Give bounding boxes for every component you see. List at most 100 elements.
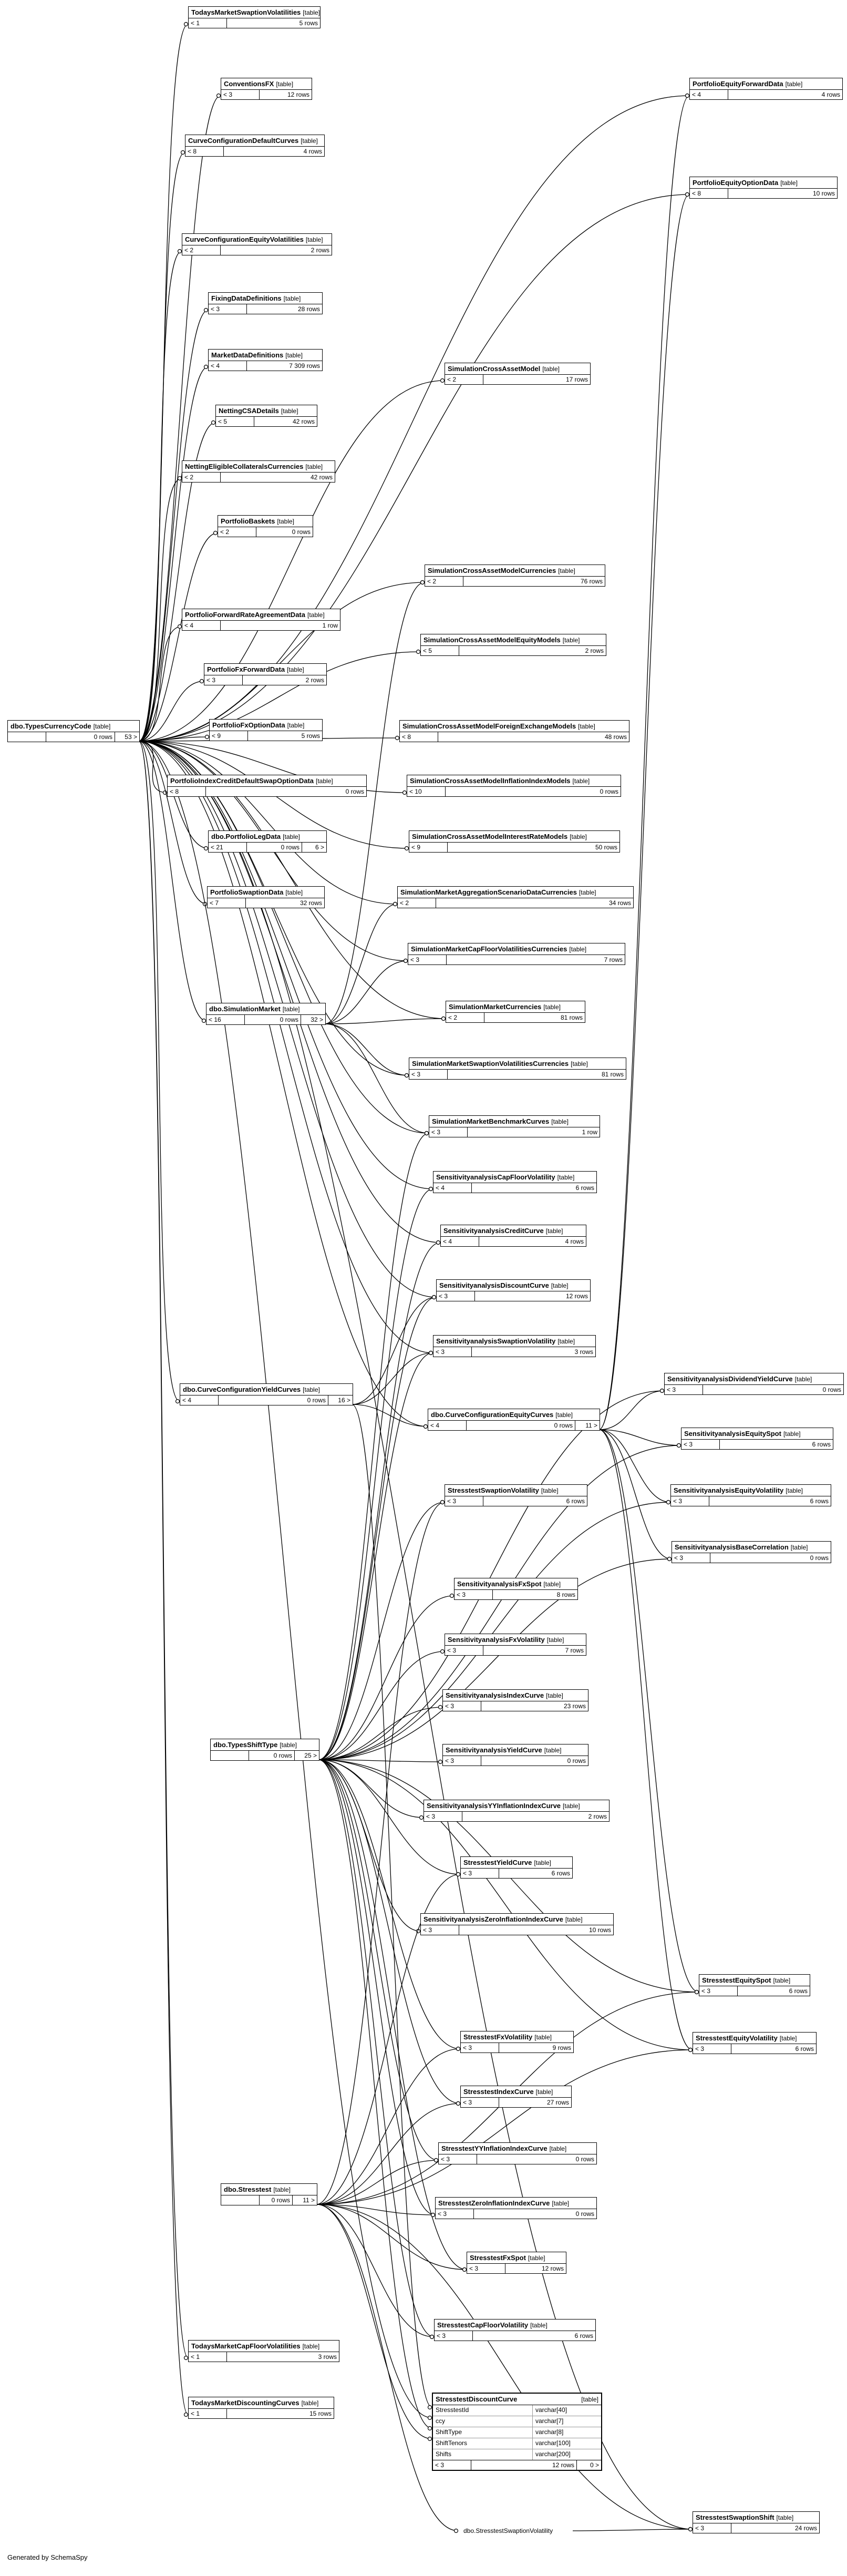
table-header: SensitivityanalysisIndexCurve [table] [443, 1690, 588, 1701]
edge-endpoint-marker [416, 649, 421, 654]
table-sim-cam-fx[interactable]: SimulationCrossAssetModelForeignExchange… [399, 720, 629, 742]
table-sim-market-currencies[interactable]: SimulationMarketCurrencies [table] < 2 8… [446, 1001, 585, 1023]
table-sa-fx-vol[interactable]: SensitivityanalysisFxVolatility [table] … [445, 1634, 586, 1656]
table-st-index[interactable]: StresstestIndexCurve [table] < 3 27 rows [460, 2086, 572, 2108]
table-todays-swaption[interactable]: TodaysMarketSwaptionVolatilities [table]… [188, 6, 321, 28]
table-portfolio-fra[interactable]: PortfolioForwardRateAgreementData [table… [182, 609, 340, 631]
table-sa-equity-vol[interactable]: SensitivityanalysisEquityVolatility [tab… [670, 1484, 831, 1506]
table-tag: [table] [557, 1337, 575, 1345]
table-todays-capfloor[interactable]: TodaysMarketCapFloorVolatilities [table]… [188, 2340, 339, 2362]
table-sim-cam-inflation[interactable]: SimulationCrossAssetModelInflationIndexM… [407, 775, 621, 797]
table-sa-base-correlation[interactable]: SensitivityanalysisBaseCorrelation [tabl… [672, 1541, 831, 1563]
table-sa-yield[interactable]: SensitivityanalysisYieldCurve [table] < … [442, 1744, 588, 1766]
table-name: SensitivityanalysisFxVolatility [448, 1636, 545, 1644]
parent-count: < 3 [467, 2264, 505, 2273]
table-portfolio-equity-forward[interactable]: PortfolioEquityForwardData [table] < 4 4… [689, 78, 843, 100]
table-portfolio-fx-forward[interactable]: PortfolioFxForwardData [table] < 3 2 row… [204, 663, 327, 685]
table-st-swaption-shift[interactable]: StresstestSwaptionShift [table] < 3 24 r… [693, 2511, 820, 2533]
table-curve-equity-vol[interactable]: CurveConfigurationEquityVolatilities [ta… [182, 233, 332, 255]
table-sa-index[interactable]: SensitivityanalysisIndexCurve [table] < … [442, 1689, 588, 1711]
relationship-edge [324, 960, 408, 1024]
relationship-edge [318, 1242, 441, 1760]
table-sim-cam-equity[interactable]: SimulationCrossAssetModelEquityModels [t… [420, 634, 606, 656]
table-market-data[interactable]: MarketDataDefinitions [table] < 4 7 309 … [208, 349, 323, 371]
parent-count: < 3 [437, 1291, 475, 1301]
edge-endpoint-marker [392, 901, 398, 907]
parent-count: < 3 [461, 2043, 499, 2052]
table-name: StresstestYYInflationIndexCurve [441, 2144, 548, 2152]
table-footer: < 3 0 rows [672, 1553, 831, 1563]
table-curve-default[interactable]: CurveConfigurationDefaultCurves [table] … [185, 135, 325, 157]
table-sa-zero-inflation[interactable]: SensitivityanalysisZeroInflationIndexCur… [420, 1913, 614, 1935]
table-footer: < 3 6 rows [681, 1440, 833, 1449]
edge-endpoint-marker [453, 2528, 459, 2533]
table-st-swaption[interactable]: StresstestSwaptionVolatility [table] < 3… [445, 1484, 587, 1506]
table-portfolio-fx-option[interactable]: PortfolioFxOptionData [table] < 9 5 rows [209, 719, 323, 741]
table-st-yield[interactable]: StresstestYieldCurve [table] < 3 6 rows [460, 1856, 573, 1879]
table-st-equity-spot[interactable]: StresstestEquitySpot [table] < 3 6 rows [699, 1974, 810, 1996]
table-types-shift[interactable]: dbo.TypesShiftType [table] 0 rows 25 > [210, 1739, 319, 1761]
table-curve-equity[interactable]: dbo.CurveConfigurationEquityCurves [tabl… [428, 1409, 600, 1431]
table-sim-cam[interactable]: SimulationCrossAssetModel [table] < 2 17… [445, 363, 591, 385]
table-curve-yield[interactable]: dbo.CurveConfigurationYieldCurves [table… [180, 1383, 353, 1405]
table-st-yy-inflation[interactable]: StresstestYYInflationIndexCurve [table] … [438, 2142, 597, 2164]
table-sim-market-benchmark[interactable]: SimulationMarketBenchmarkCurves [table] … [429, 1115, 600, 1137]
table-sim-market-capfloor[interactable]: SimulationMarketCapFloorVolatilitiesCurr… [408, 943, 625, 965]
table-st-capfloor[interactable]: StresstestCapFloorVolatility [table] < 3… [434, 2319, 596, 2341]
table-header: MarketDataDefinitions [table] [209, 350, 322, 361]
table-sim-market-aggregation[interactable]: SimulationMarketAggregationScenarioDataC… [397, 886, 634, 908]
relationship-edge [318, 1759, 424, 1818]
table-name: SimulationMarketSwaptionVolatilitiesCurr… [412, 1060, 569, 1068]
table-st-fx-spot[interactable]: StresstestFxSpot [table] < 3 12 rows [467, 2252, 566, 2274]
focus-table-stresstest-discount-curve[interactable]: StresstestDiscountCurve [table] Stresste… [432, 2393, 602, 2471]
table-st-fx-vol[interactable]: StresstestFxVolatility [table] < 3 9 row… [460, 2031, 574, 2053]
row-count: 8 rows [556, 1591, 575, 1598]
table-sa-discount[interactable]: SensitivityanalysisDiscountCurve [table]… [436, 1279, 591, 1301]
table-st-equity-vol[interactable]: StresstestEquityVolatility [table] < 3 6… [693, 2032, 817, 2054]
table-sa-credit[interactable]: SensitivityanalysisCreditCurve [table] <… [440, 1225, 586, 1247]
table-stresstest[interactable]: dbo.Stresstest [table] 0 rows 11 > [221, 2183, 317, 2205]
table-fixing-data[interactable]: FixingDataDefinitions [table] < 3 28 row… [208, 292, 323, 314]
table-name: CurveConfigurationDefaultCurves [188, 137, 299, 145]
table-sa-dividend[interactable]: SensitivityanalysisDividendYieldCurve [t… [664, 1373, 844, 1395]
table-sim-market-swaption[interactable]: SimulationMarketSwaptionVolatilitiesCurr… [409, 1058, 626, 1080]
row-count: 0 rows [575, 2156, 594, 2163]
table-netting-csa[interactable]: NettingCSADetails [table] < 5 42 rows [215, 405, 317, 427]
parent-count [221, 2195, 260, 2205]
table-header: SimulationMarketCapFloorVolatilitiesCurr… [408, 943, 625, 955]
table-sim-cam-ir[interactable]: SimulationCrossAssetModelInterestRateMod… [409, 830, 620, 853]
table-st-zero-inflation[interactable]: StresstestZeroInflationIndexCurve [table… [435, 2197, 597, 2219]
implied-table-label[interactable]: dbo.StresstestSwaptionVolatility [463, 2527, 553, 2534]
table-conventions-fx[interactable]: ConventionsFX [table] < 3 12 rows [221, 78, 312, 100]
table-todays-discounting[interactable]: TodaysMarketDiscountingCurves [table] < … [188, 2397, 334, 2419]
table-sim-cam-currencies[interactable]: SimulationCrossAssetModelCurrencies [tab… [425, 565, 605, 587]
relationship-edge [324, 1018, 446, 1024]
table-name: StresstestEquitySpot [702, 1976, 771, 1984]
table-sa-yy-inflation[interactable]: SensitivityanalysisYYInflationIndexCurve… [424, 1800, 610, 1822]
table-portfolio-equity-option[interactable]: PortfolioEquityOptionData [table] < 8 10… [689, 177, 838, 199]
edge-endpoint-marker [688, 2047, 693, 2052]
table-netting-eligible[interactable]: NettingEligibleCollateralsCurrencies [ta… [182, 460, 335, 483]
table-name: ConventionsFX [224, 80, 274, 88]
relationship-edge [324, 1023, 429, 1134]
table-sa-equity-spot[interactable]: SensitivityanalysisEquitySpot [table] < … [681, 1428, 833, 1450]
table-portfolio-swaption[interactable]: PortfolioSwaptionData [table] < 7 32 row… [207, 886, 325, 908]
parent-count: < 2 [446, 1013, 484, 1022]
relationship-edge [138, 95, 690, 742]
table-sa-fx-spot[interactable]: SensitivityanalysisFxSpot [table] < 3 8 … [454, 1578, 578, 1600]
table-types-currency[interactable]: dbo.TypesCurrencyCode [table] 0 rows 53 … [7, 720, 140, 742]
table-sa-swaption[interactable]: SensitivityanalysisSwaptionVolatility [t… [433, 1335, 596, 1357]
table-portfolio-baskets[interactable]: PortfolioBaskets [table] < 2 0 rows [218, 515, 313, 537]
row-count: 81 rows [601, 1071, 624, 1078]
table-simulation-market[interactable]: dbo.SimulationMarket [table] < 16 0 rows… [206, 1003, 326, 1025]
edge-endpoint-marker [404, 1073, 409, 1078]
table-sa-capfloor[interactable]: SensitivityanalysisCapFloorVolatility [t… [433, 1171, 597, 1193]
table-portfolio-cds-option[interactable]: PortfolioIndexCreditDefaultSwapOptionDat… [167, 775, 367, 797]
table-portfolio-leg[interactable]: dbo.PortfolioLegData [table] < 21 0 rows… [208, 830, 327, 853]
